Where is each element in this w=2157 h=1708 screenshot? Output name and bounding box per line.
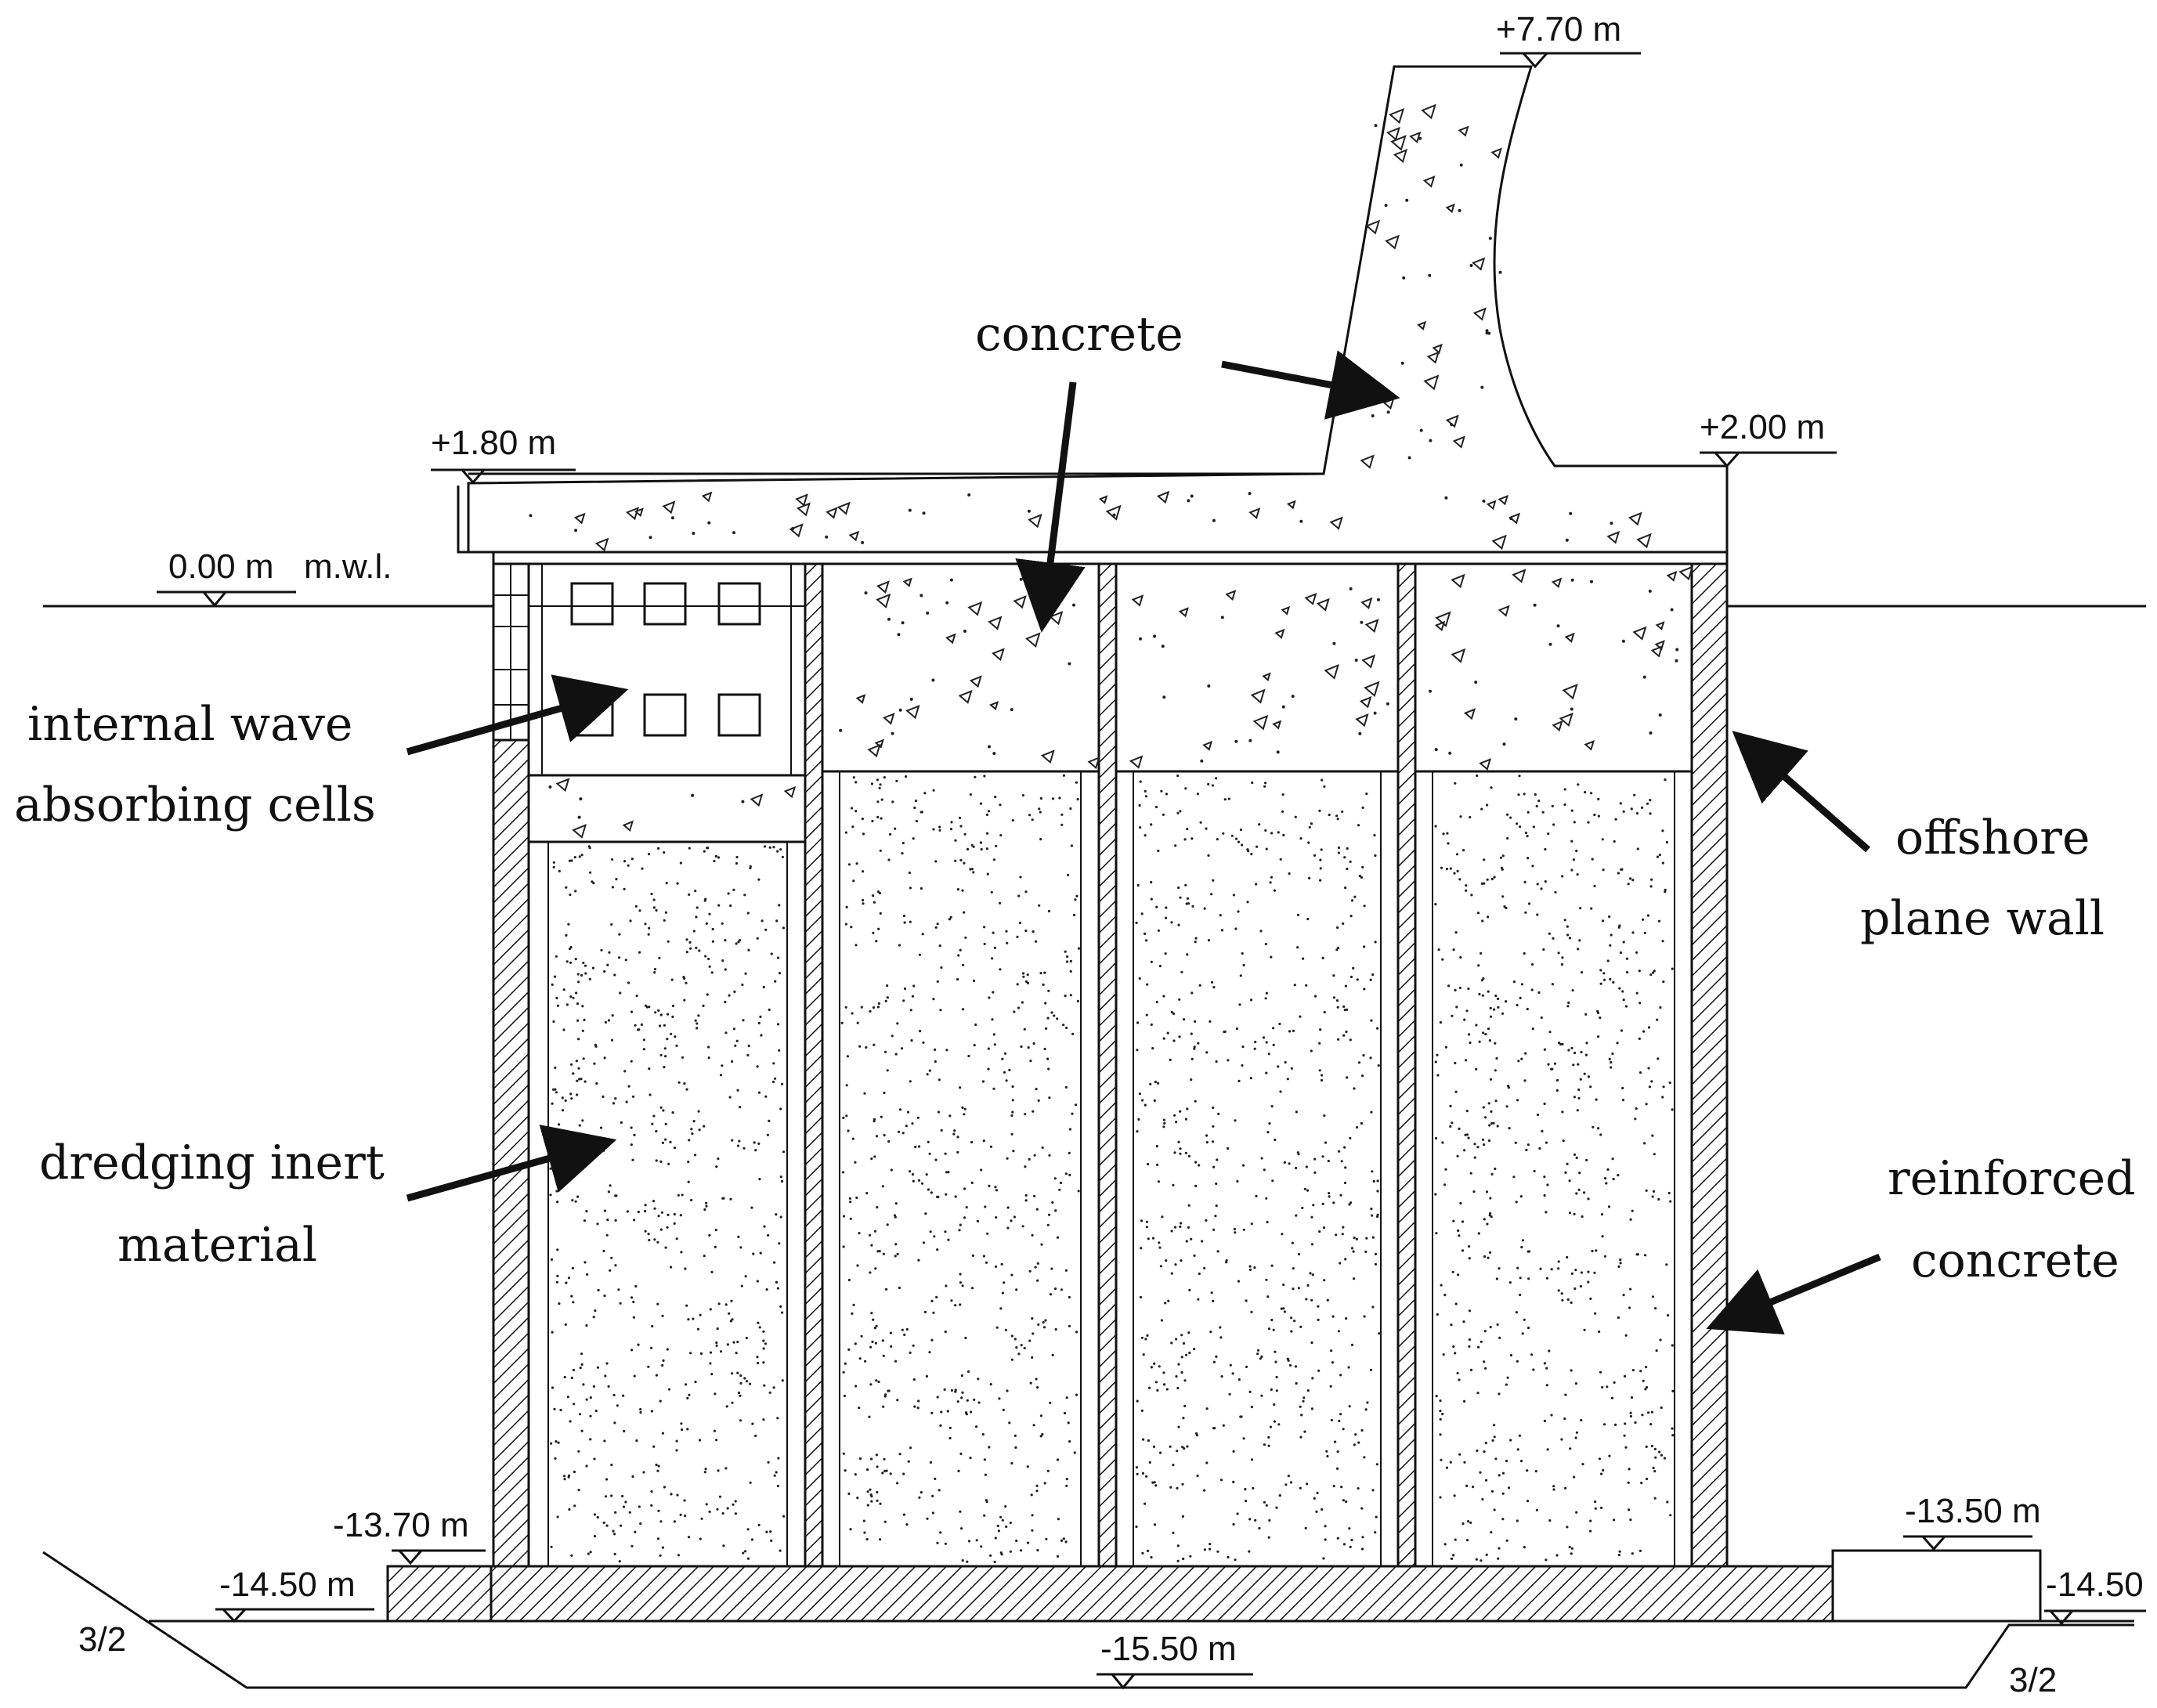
- label-internal-wave-1: internal wave: [27, 697, 352, 752]
- level-toe-left-top-text: -13.70 m: [333, 1506, 469, 1544]
- arrow-offshore-wall: [1732, 731, 1870, 853]
- base-slab: [386, 1565, 1838, 1623]
- dredge-cell-2: [821, 770, 1100, 1568]
- top-plate: [492, 551, 1729, 565]
- level-mwl-suffix: m.w.l.: [304, 547, 392, 586]
- level-toe-right-bottom-text: -14.50: [2046, 1565, 2144, 1604]
- arrow-wave-cells: [406, 674, 629, 756]
- dredging-stipple: [549, 774, 1675, 1564]
- dredge-cell-1: [527, 840, 807, 1568]
- concrete-cell-plugs: [527, 562, 1693, 843]
- level-mwl-text: 0.00 m: [168, 547, 274, 586]
- arrow-dredging: [406, 1125, 617, 1202]
- dredging-fill-cells: [527, 770, 1693, 1568]
- partition-wall-2: [1097, 558, 1118, 1568]
- partition-wall-1: [804, 558, 824, 1568]
- outer-wall-left: [492, 738, 530, 1568]
- concrete-plug-1: [527, 774, 807, 843]
- seaward-wall-slots: [493, 560, 529, 740]
- outer-wall-right: [1690, 558, 1729, 1568]
- level-crown-text: +7.70 m: [1496, 10, 1621, 49]
- level-toe-left-bottom-text: -14.50 m: [219, 1565, 356, 1604]
- concrete-aggregate: [529, 103, 1694, 839]
- toe-block-right: [1831, 1549, 2042, 1623]
- leader-arrows: [406, 350, 1881, 1334]
- foundation-bed: [42, 1551, 2134, 1689]
- concrete-plug-3: [1115, 562, 1400, 773]
- concrete-plug-4: [1414, 562, 1693, 773]
- level-landward-cap-text: +2.00 m: [1700, 408, 1825, 446]
- arrow-reinforced: [1706, 1253, 1881, 1334]
- label-offshore-1: offshore: [1895, 811, 2090, 865]
- dredge-cell-4: [1414, 770, 1693, 1568]
- concrete-plug-2: [821, 562, 1100, 773]
- partition-wall-3: [1396, 558, 1417, 1568]
- level-toe-right-top-text: -13.50 m: [1905, 1492, 2041, 1530]
- label-dredging-1: dredging inert: [39, 1136, 385, 1190]
- wave-absorbing-chamber: [493, 560, 807, 777]
- label-internal-wave-2: absorbing cells: [14, 778, 376, 832]
- label-reinforced-2: concrete: [1911, 1233, 2119, 1288]
- toe-block-left: [386, 1565, 493, 1623]
- level-seaward-cap-text: +1.80 m: [431, 424, 556, 462]
- dredge-cell-3: [1115, 770, 1400, 1568]
- level-base-text: -15.50 m: [1100, 1630, 1237, 1668]
- level-markers: [157, 52, 2146, 1690]
- crown-wall: [467, 65, 1729, 554]
- arrow-concrete-cell: [1015, 381, 1086, 633]
- label-reinforced-1: reinforced: [1888, 1151, 2136, 1206]
- label-dredging-2: material: [117, 1218, 317, 1273]
- arrow-concrete-crown: [1221, 350, 1400, 420]
- slope-left-text: 3/2: [78, 1620, 126, 1659]
- label-concrete: concrete: [975, 307, 1183, 362]
- label-offshore-2: plane wall: [1860, 891, 2105, 946]
- cap-step-left: [457, 486, 468, 554]
- slope-right-text: 3/2: [2009, 1661, 2057, 1699]
